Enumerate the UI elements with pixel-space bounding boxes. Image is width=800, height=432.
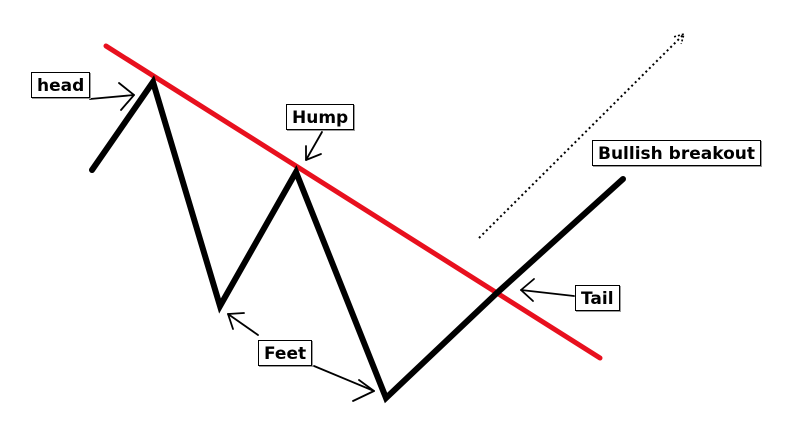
bullish-breakout-label: Bullish breakout (592, 140, 761, 166)
feet-label: Feet (258, 340, 313, 366)
tail-label: Tail (575, 285, 620, 311)
tail-arrow-icon (520, 278, 575, 302)
head-label: head (31, 72, 91, 98)
head-arrow-icon (89, 82, 135, 111)
breakout-dotted-arrow-icon (478, 32, 686, 239)
hump-label: Hump (286, 104, 355, 130)
price-path (89, 75, 626, 404)
trend-line (103, 43, 603, 361)
hump-arrow-icon (305, 131, 323, 161)
feet-left-arrow-icon (227, 312, 259, 336)
feet-right-arrow-icon (313, 365, 375, 402)
